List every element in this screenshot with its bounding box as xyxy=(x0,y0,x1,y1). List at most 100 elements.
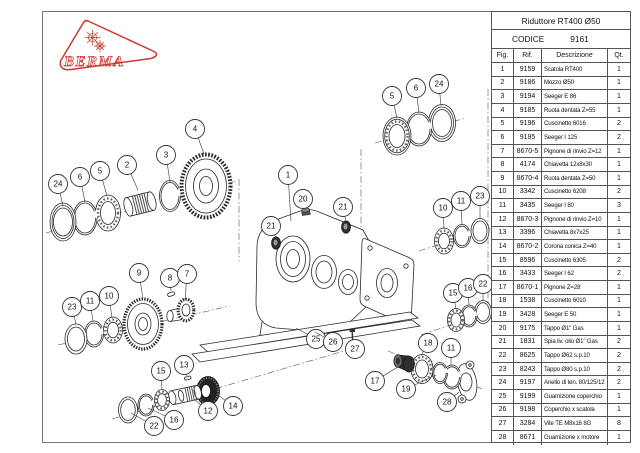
cell-qt: 8 xyxy=(617,420,621,428)
balloon-19: 19 xyxy=(396,374,437,399)
cell-rif: 3396 xyxy=(514,226,542,240)
cell-desc: Cuscinetto 6208 xyxy=(542,185,608,199)
cell-qt: 2 xyxy=(617,365,621,373)
cell-qt: 3 xyxy=(617,202,621,210)
balloon-25: 25 xyxy=(295,327,326,349)
svg-text:3: 3 xyxy=(164,151,169,160)
group-hub-axis xyxy=(49,152,233,242)
cell-qt: 1 xyxy=(617,406,621,414)
cell-qt: 1 xyxy=(617,65,621,73)
part-motor-flange-28 xyxy=(456,360,478,404)
cell-qt: 1 xyxy=(617,392,621,400)
parts-table: Riduttore RT400 Ø50 CODICE 9161 Fig. Rif… xyxy=(491,11,631,445)
balloon-3: 3 xyxy=(156,145,176,183)
cell-desc: Cuscinetto 6010 xyxy=(542,294,608,308)
cell-rif: 9159 xyxy=(514,63,542,76)
group-bevel-axis xyxy=(118,375,220,424)
balloon-12: 12 xyxy=(193,398,218,421)
cell-fig: 18 xyxy=(492,294,514,308)
group-output-axis xyxy=(393,354,478,404)
cell-rif: 3435 xyxy=(514,199,542,212)
svg-text:16: 16 xyxy=(464,284,473,293)
cell-desc: Seeger I 80 xyxy=(542,199,608,212)
part-seeger-16f xyxy=(137,393,155,417)
svg-text:15: 15 xyxy=(449,289,458,298)
part-housing xyxy=(255,207,415,339)
svg-text:16: 16 xyxy=(170,416,179,425)
cell-qt: 2 xyxy=(617,133,621,141)
cell-rif: 3433 xyxy=(514,267,542,280)
cell-qt: 1 xyxy=(617,106,621,114)
cell-rif: 9175 xyxy=(514,321,542,335)
part-seeger-3 xyxy=(159,180,181,212)
svg-text:22: 22 xyxy=(479,280,488,289)
cell-fig: 1 xyxy=(492,63,514,76)
col-header-fig: Fig. xyxy=(492,49,514,62)
cell-fig: 12 xyxy=(492,212,514,226)
cell-desc: Coperchio x scatola xyxy=(542,403,608,417)
cell-rif: 8625 xyxy=(514,349,542,362)
svg-text:11: 11 xyxy=(447,344,456,353)
svg-text:11: 11 xyxy=(86,297,95,306)
balloon-18: 18 xyxy=(418,333,438,357)
part-bearing-10e xyxy=(103,316,123,344)
cell-desc: Tappo Ø1" Gas xyxy=(542,321,608,335)
cell-qt: 2 xyxy=(617,338,621,346)
codice-label: CODICE xyxy=(512,34,545,44)
table-codice-row: CODICE 9161 xyxy=(492,30,630,49)
balloon-8: 8 xyxy=(160,268,180,292)
balloon-24: 24 xyxy=(429,74,449,107)
part-shaft-12 xyxy=(168,385,202,405)
balloon-11: 11 xyxy=(441,338,461,366)
part-gear-4 xyxy=(179,152,233,220)
part-cap-23e xyxy=(64,323,88,355)
cell-desc: Tappo Ø62 s.p.10 xyxy=(542,349,608,362)
cell-desc: Ruota dentata Z=55 xyxy=(542,103,608,117)
cell-desc: Pignone di rinvio Z=10 xyxy=(542,212,608,226)
cell-qt: 1 xyxy=(617,229,621,237)
cell-qt: 1 xyxy=(617,283,621,291)
cell-rif: 9196 xyxy=(514,117,542,131)
cell-fig: 11 xyxy=(492,199,514,212)
cell-fig: 22 xyxy=(492,349,514,362)
balloon-10: 10 xyxy=(433,198,453,230)
svg-text:15: 15 xyxy=(157,367,166,376)
col-header-qt: Qt. xyxy=(614,52,624,59)
svg-text:1: 1 xyxy=(286,171,291,180)
cell-rif: 8670-4 xyxy=(514,172,542,185)
cell-desc: Seeger I 62 xyxy=(542,267,608,280)
cell-desc: Vite TE M8x16 8G xyxy=(542,417,608,430)
cell-fig: 6 xyxy=(492,131,514,144)
cell-desc: Chiavetta 12x8x30 xyxy=(542,158,608,171)
cell-rif: 9198 xyxy=(514,403,542,417)
part-seal-ring-24 xyxy=(49,202,77,242)
svg-text:24: 24 xyxy=(54,180,63,189)
cell-fig: 25 xyxy=(492,390,514,403)
cell-rif: 8670-2 xyxy=(514,240,542,253)
cell-rif: 9185 xyxy=(514,103,542,117)
cell-rif: 9195 xyxy=(514,131,542,144)
cell-qt: 1 xyxy=(617,311,621,319)
svg-text:26: 26 xyxy=(329,338,338,347)
cell-qt: 2 xyxy=(617,379,621,387)
cell-qt: 1 xyxy=(617,215,621,223)
svg-text:11: 11 xyxy=(457,197,466,206)
cell-fig: 2 xyxy=(492,76,514,90)
svg-text:20: 20 xyxy=(299,195,308,204)
part-sight-glass-21-left xyxy=(271,236,281,250)
svg-text:19: 19 xyxy=(402,385,411,394)
svg-text:27: 27 xyxy=(351,345,360,354)
part-bearing-10 xyxy=(434,227,454,255)
cell-rif: 9197 xyxy=(514,376,542,389)
cell-desc: Guarnizione x motore xyxy=(542,430,608,445)
cell-qt: 1 xyxy=(617,79,621,87)
